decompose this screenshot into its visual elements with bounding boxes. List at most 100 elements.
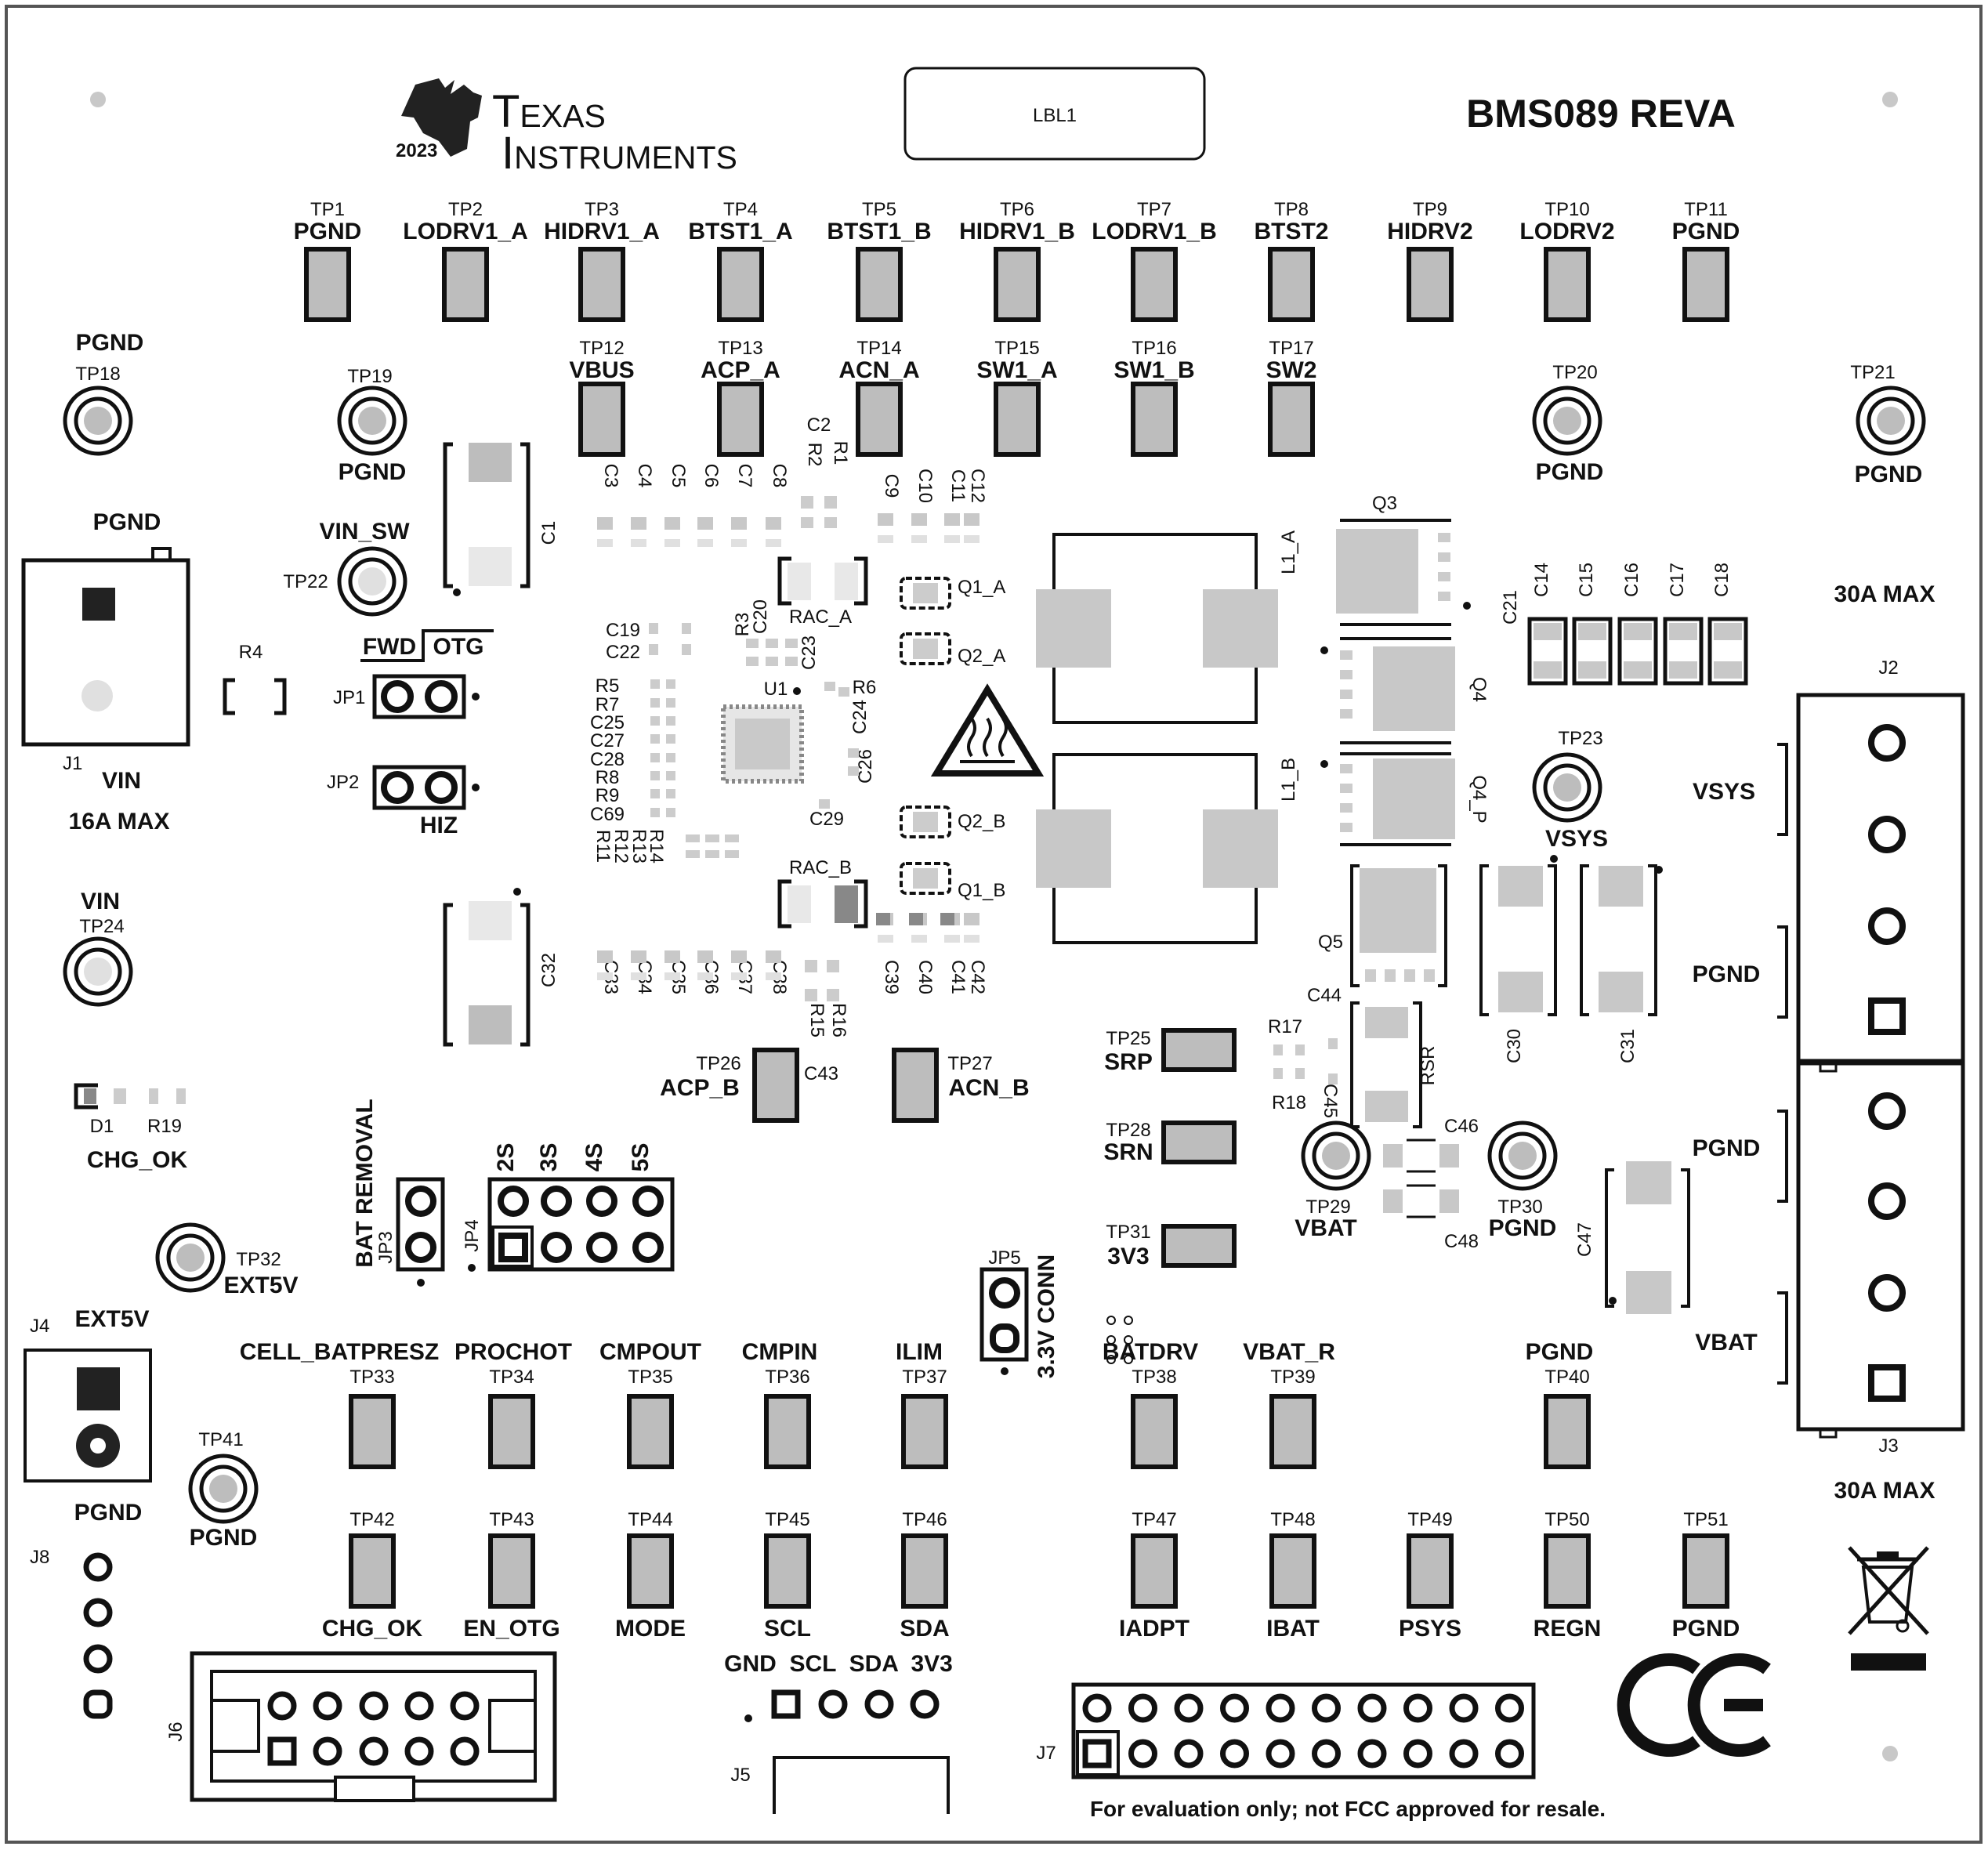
test-point-tp1[interactable]	[304, 247, 351, 322]
cap-label: C17	[1667, 563, 1688, 597]
tp-ref: TP46	[902, 1509, 947, 1530]
jp4-col-label: 3S	[536, 1143, 562, 1172]
mosfet-q4p	[1320, 752, 1455, 846]
tp-name: SW2	[1266, 357, 1316, 383]
tp-name: PGND	[339, 459, 407, 485]
cap-label: C3	[600, 464, 621, 488]
capacitor-c46-c48	[1383, 1139, 1459, 1218]
test-point-tp42[interactable]	[349, 1533, 396, 1609]
mosfet-q4	[1320, 637, 1455, 744]
test-point-tp34[interactable]	[488, 1394, 535, 1469]
passive-pad	[725, 850, 739, 858]
small-parts-rsr	[1273, 1038, 1338, 1084]
tp-name: BTST1_A	[688, 219, 792, 244]
cap-label: C18	[1711, 563, 1733, 597]
test-point-tp14[interactable]	[856, 382, 903, 457]
jumper-jp3[interactable]	[396, 1177, 445, 1287]
test-point-tp48[interactable]	[1269, 1533, 1316, 1609]
passive-label: R7	[596, 694, 620, 715]
test-point-tp28[interactable]	[1161, 1120, 1237, 1164]
tp-name: ACN_A	[838, 357, 919, 383]
test-point-tp27[interactable]	[892, 1048, 939, 1123]
tp-ref: TP37	[902, 1367, 947, 1388]
test-point-tp50[interactable]	[1544, 1533, 1591, 1609]
passive-pad	[650, 716, 660, 726]
test-point-tp49[interactable]	[1407, 1533, 1454, 1609]
test-point-tp4[interactable]	[717, 247, 764, 322]
test-point-tp36[interactable]	[764, 1394, 811, 1469]
rac-b-label: RAC_B	[789, 857, 852, 878]
connector-j2[interactable]	[1777, 693, 1965, 1063]
cap-label: C8	[769, 464, 790, 488]
connector-j4[interactable]	[24, 1349, 152, 1483]
tp-ref: TP48	[1270, 1509, 1315, 1530]
tp-ref: TP28	[1106, 1120, 1150, 1141]
passive-pad	[649, 644, 658, 655]
test-point-tp7[interactable]	[1131, 247, 1178, 322]
c1-label: C1	[538, 521, 559, 545]
passive-pad	[940, 913, 954, 925]
cap-label: C6	[701, 464, 722, 488]
c20-label: C20	[750, 599, 771, 634]
jumper-jp5[interactable]	[980, 1267, 1029, 1375]
test-point-tp16[interactable]	[1131, 382, 1178, 457]
tp-name: PGND	[1855, 462, 1923, 487]
jumper-jp1[interactable]	[360, 629, 494, 719]
tp-name: PROCHOT	[454, 1339, 572, 1365]
test-point-tp2[interactable]	[442, 247, 489, 322]
tp-name: IADPT	[1119, 1616, 1190, 1642]
capacitor-c1	[443, 442, 530, 596]
test-point-tp31[interactable]	[1161, 1224, 1237, 1268]
test-point-tp15[interactable]	[994, 382, 1041, 457]
connector-j6[interactable]	[190, 1651, 557, 1802]
test-point-tp40[interactable]	[1544, 1394, 1591, 1469]
test-point-tp35[interactable]	[627, 1394, 674, 1469]
test-point-tp6[interactable]	[994, 247, 1041, 322]
test-point-tp38[interactable]	[1131, 1394, 1178, 1469]
cap-pad	[697, 517, 713, 530]
cap-pad	[631, 539, 646, 547]
test-point-tp25[interactable]	[1161, 1028, 1237, 1072]
test-point-tp33[interactable]	[349, 1394, 396, 1469]
jp4-col-label: 4S	[581, 1143, 607, 1172]
connector-j1[interactable]	[21, 547, 190, 747]
test-point-tp5[interactable]	[856, 247, 903, 322]
test-point-tp37[interactable]	[901, 1394, 948, 1469]
c30-label: C30	[1504, 1029, 1525, 1063]
tp-name: VBAT	[1295, 1215, 1356, 1241]
test-point-tp46[interactable]	[901, 1533, 948, 1609]
tp-ref: TP45	[765, 1509, 809, 1530]
test-point-tp10[interactable]	[1544, 247, 1591, 322]
cap-pad	[697, 950, 713, 963]
test-point-tp11[interactable]	[1682, 247, 1729, 322]
c45-label: C45	[1320, 1084, 1341, 1118]
connector-j8[interactable]	[83, 1552, 113, 1719]
connector-j7[interactable]	[1071, 1682, 1536, 1779]
test-point-tp39[interactable]	[1269, 1394, 1316, 1469]
tp-ref: TP3	[585, 199, 619, 220]
test-point-tp47[interactable]	[1131, 1533, 1178, 1609]
test-point-tp45[interactable]	[764, 1533, 811, 1609]
test-point-tp51[interactable]	[1682, 1533, 1729, 1609]
connector-j3[interactable]	[1777, 1061, 1965, 1439]
cap-pad	[911, 935, 927, 943]
jumper-jp4[interactable]	[468, 1177, 675, 1272]
j7-pin	[1128, 1739, 1157, 1769]
test-point-tp26[interactable]	[752, 1048, 799, 1123]
test-point-tp3[interactable]	[578, 247, 625, 322]
test-point-tp43[interactable]	[488, 1533, 535, 1609]
test-point-tp9[interactable]	[1407, 247, 1454, 322]
test-point-tp8[interactable]	[1268, 247, 1315, 322]
mosfet-q2a	[900, 632, 951, 665]
connector-j5[interactable]	[744, 1689, 950, 1814]
cap-pad	[1714, 623, 1742, 640]
jumper-jp2[interactable]	[372, 765, 480, 810]
cap-pad	[731, 972, 747, 980]
test-point-tp12[interactable]	[578, 382, 625, 457]
test-point-tp13[interactable]	[717, 382, 764, 457]
test-point-tp44[interactable]	[627, 1533, 674, 1609]
passive-pad	[838, 687, 849, 697]
test-point-tp17[interactable]	[1268, 382, 1315, 457]
tp-name: CELL_BATPRESZ	[240, 1339, 439, 1365]
passive-label: R9	[596, 785, 620, 806]
